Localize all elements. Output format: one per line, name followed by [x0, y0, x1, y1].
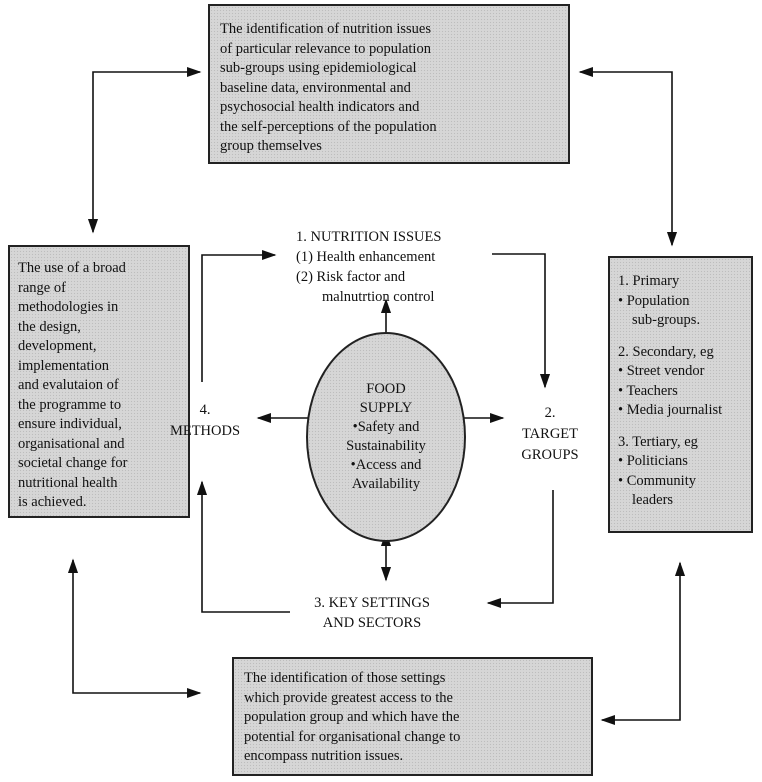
group-title: 1. Primary	[618, 273, 680, 289]
text-line: nutritional health	[18, 474, 118, 491]
text-line: 2.	[544, 405, 556, 421]
food-supply-label: FOOD SUPPLY •Safety and Sustainability •…	[306, 380, 466, 494]
text-line: implementation	[18, 357, 110, 374]
text-line: malnutrtion control	[322, 289, 435, 305]
arrow-target-to-settings	[486, 490, 554, 609]
text-line: TARGET	[521, 426, 579, 442]
arrow-bottom-left	[67, 558, 202, 699]
text-line: ensure individual,	[18, 416, 122, 432]
text-line: (2) Risk factor and	[296, 269, 406, 285]
bottom-box: The identification of those settings whi…	[232, 657, 593, 776]
section-title: 1. NUTRITION ISSUES	[296, 229, 442, 245]
text-line: development,	[18, 338, 97, 354]
nutrition-issues-label: 1. NUTRITION ISSUES (1) Health enhanceme…	[296, 227, 441, 307]
group-title: 2. Secondary, eg	[618, 343, 714, 360]
text-line: FOOD	[366, 381, 406, 397]
left-box: The use of a broad range of methodologie…	[8, 245, 190, 518]
text-line: potential for organisational change to	[244, 728, 461, 745]
text-line: and evalutaion of	[18, 377, 119, 393]
key-settings-label: 3. KEY SETTINGS AND SECTORS	[292, 593, 452, 633]
text-line: Sustainability	[346, 438, 426, 454]
arrow-bottom-right	[600, 561, 686, 726]
text-line: •Access and	[350, 457, 422, 473]
text-line: the design,	[18, 318, 81, 335]
text-line: 3. KEY SETTINGS	[314, 595, 430, 611]
group-title: 3. Tertiary, eg	[618, 433, 698, 450]
text-line: is achieved.	[18, 494, 87, 510]
group-item: • Politicians	[618, 453, 688, 469]
text-line: Availability	[351, 476, 421, 492]
text-line: the programme to	[18, 396, 122, 413]
group-item: leaders	[632, 492, 674, 508]
methods-label: 4. METHODS	[160, 400, 250, 442]
text-line: group themselves	[220, 138, 322, 154]
text-line: The identification of nutrition issues	[220, 21, 432, 37]
text-line: SUPPLY	[359, 400, 413, 416]
arrow-nutrition-to-target	[492, 253, 551, 389]
text-line: range of	[18, 279, 66, 296]
text-line: of particular relevance to population	[220, 40, 431, 57]
text-line: •Safety and	[352, 419, 420, 435]
text-line: methodologies in	[18, 299, 119, 315]
text-line: METHODS	[169, 423, 241, 439]
text-line: encompass nutrition issues.	[244, 748, 404, 764]
text-line: psychosocial health indicators and	[220, 99, 420, 115]
text-line: which provide greatest access to the	[244, 689, 453, 706]
group-item: • Street vendor	[618, 363, 705, 379]
group-item: • Population	[618, 292, 690, 309]
arrow-top-left	[87, 66, 202, 234]
group-item: sub-groups.	[632, 312, 701, 328]
text-line: baseline data, environmental and	[220, 79, 411, 96]
text-line: the self-perceptions of the population	[220, 118, 437, 135]
arrow-methods-to-nutrition	[201, 249, 277, 382]
text-line: 4.	[199, 402, 211, 418]
text-line: AND SECTORS	[322, 615, 422, 631]
group-item: • Teachers	[618, 382, 678, 399]
text-line: GROUPS	[521, 447, 579, 463]
arrow-settings-to-methods	[196, 480, 290, 613]
text-line: (1) Health enhancement	[296, 249, 436, 265]
text-line: societal change for	[18, 455, 128, 471]
text-line: sub-groups using epidemiological	[220, 60, 417, 76]
text-line: The use of a broad	[18, 260, 126, 276]
group-item: • Community	[618, 472, 696, 489]
food-supply-ellipse	[306, 332, 466, 542]
text-line: organisational and	[18, 435, 125, 452]
target-groups-label: 2. TARGET GROUPS	[505, 403, 595, 466]
top-box: The identification of nutrition issues o…	[208, 4, 570, 164]
text-line: population group and which have the	[244, 709, 460, 725]
right-box: 1. Primary • Population sub-groups. 2. S…	[608, 256, 753, 533]
group-item: • Media journalist	[618, 402, 723, 418]
text-line: The identification of those settings	[244, 670, 446, 686]
arrow-top-right	[578, 66, 678, 247]
